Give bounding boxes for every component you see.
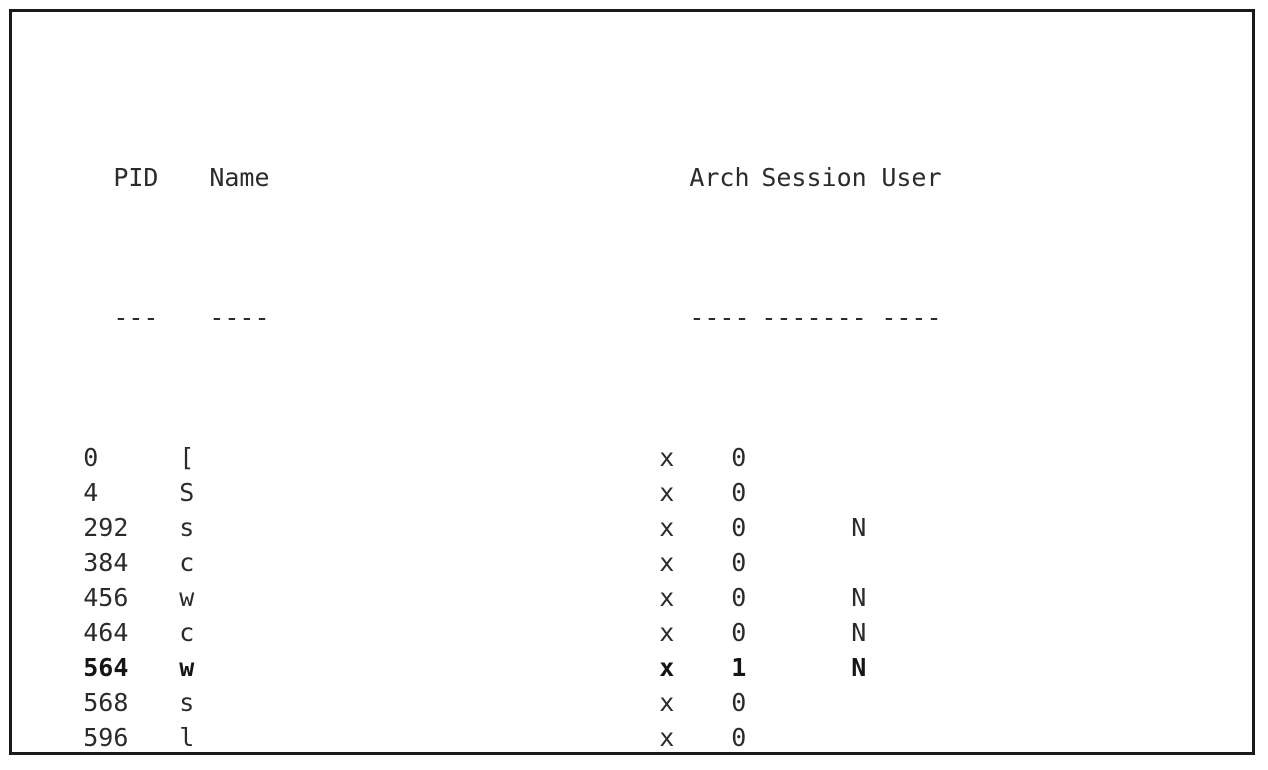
cell-user: N: [851, 583, 867, 612]
column-rule-arch: ----: [689, 303, 750, 332]
cell-arch: x: [659, 478, 675, 507]
column-rule-user: ----: [881, 303, 942, 332]
cell-pid: 384: [83, 548, 129, 577]
cell-arch: x: [659, 548, 675, 577]
column-rule-pid: ---: [113, 303, 159, 332]
cell-user: N: [851, 653, 867, 682]
cell-arch: x: [659, 443, 675, 472]
cell-pid: 4: [83, 478, 99, 507]
cell-session: 1: [731, 653, 747, 682]
column-header-pid: PID: [113, 163, 159, 192]
column-header-session: Session: [761, 163, 867, 192]
cell-session: 0: [731, 618, 747, 647]
table-header-row: PID Name Arch Session User: [23, 125, 1252, 192]
cell-session: 0: [731, 443, 747, 472]
cell-session: 0: [731, 688, 747, 717]
cell-session: 0: [731, 723, 747, 752]
cell-arch: x: [659, 513, 675, 542]
cell-user: N: [851, 513, 867, 542]
cell-pid: 0: [83, 443, 99, 472]
cell-arch: x: [659, 583, 675, 612]
column-rule-session: -------: [761, 303, 867, 332]
cell-name: l: [179, 723, 195, 752]
cell-pid: 456: [83, 583, 129, 612]
table-row-568[interactable]: 568 s x 0: [23, 650, 1252, 717]
cell-pid: 564: [83, 653, 129, 682]
cell-arch: x: [659, 618, 675, 647]
table-row-564[interactable]: 564 w x 1 N: [23, 615, 1252, 682]
cell-pid: 596: [83, 723, 129, 752]
cell-pid: 292: [83, 513, 129, 542]
cell-name: c: [179, 548, 195, 577]
cell-name: c: [179, 618, 195, 647]
column-header-arch: Arch: [689, 163, 750, 192]
cell-pid: 568: [83, 688, 129, 717]
cell-name: w: [179, 653, 195, 682]
table-row-0[interactable]: 0 [ x 0: [23, 405, 1252, 472]
cell-arch: x: [659, 723, 675, 752]
column-rule-name: ----: [209, 303, 270, 332]
table-header-rule-row: ----------------------: [23, 265, 1252, 332]
cell-name: s: [179, 688, 195, 717]
cell-arch: x: [659, 688, 675, 717]
column-header-user: User: [881, 163, 942, 192]
cell-session: 0: [731, 513, 747, 542]
cell-arch: x: [659, 653, 675, 682]
table-row-596[interactable]: 596 l x 0: [23, 685, 1252, 752]
cell-session: 0: [731, 478, 747, 507]
cell-pid: 464: [83, 618, 129, 647]
cell-name: S: [179, 478, 195, 507]
table-row-384[interactable]: 384 c x 0: [23, 510, 1252, 577]
cell-name: s: [179, 513, 195, 542]
cell-session: 0: [731, 548, 747, 577]
cell-name: [: [179, 443, 195, 472]
column-header-name: Name: [209, 163, 270, 192]
cell-user: N: [851, 618, 867, 647]
cell-name: w: [179, 583, 195, 612]
cell-session: 0: [731, 583, 747, 612]
